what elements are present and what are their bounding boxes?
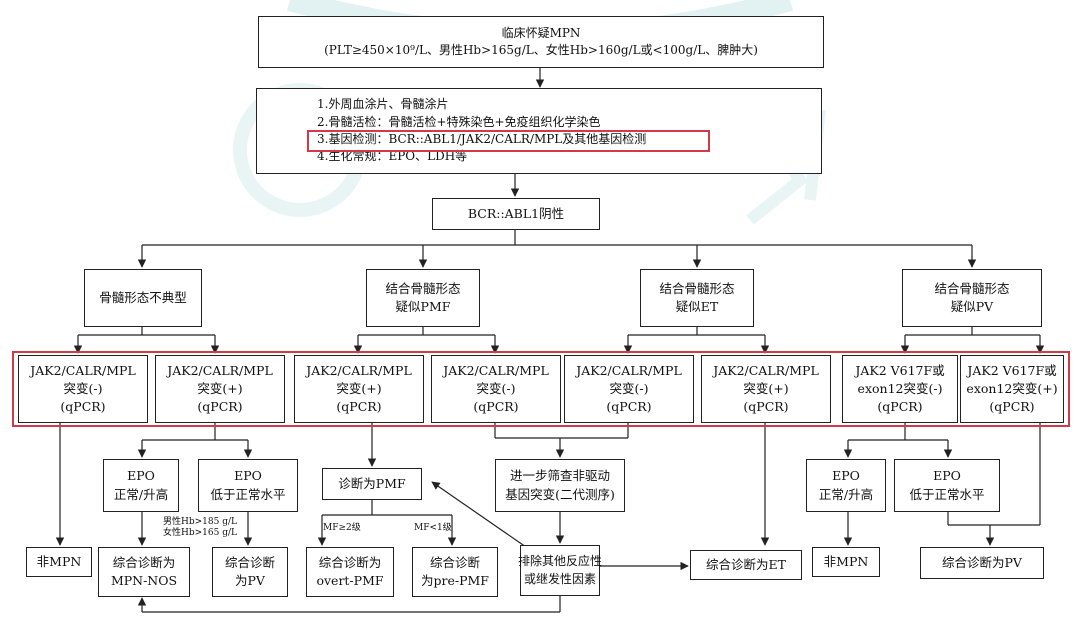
non-mpn-box: 非MPN bbox=[812, 547, 880, 577]
et-diagnosis-box: 综合诊断为ET bbox=[690, 550, 802, 580]
node-text: (qPCR) bbox=[473, 399, 519, 415]
node-text: (qPCR) bbox=[743, 399, 789, 415]
mf-grade-1-label: MF<1级 bbox=[414, 523, 452, 533]
node-text: exon12突变(-) bbox=[857, 380, 943, 396]
atypical-morphology-box: 骨髓形态不典型 bbox=[84, 269, 202, 327]
exclude-secondary-box: 排除其他反应性 或继发性因素 bbox=[518, 545, 603, 596]
node-text: 突变(+) bbox=[336, 380, 382, 396]
node-text: (qPCR) bbox=[197, 399, 243, 415]
node-text: 疑似ET bbox=[675, 299, 719, 314]
node-text: 低于正常水平 bbox=[210, 486, 286, 502]
non-mpn-box: 非MPN bbox=[26, 547, 92, 577]
node-text: 疑似PV bbox=[950, 299, 994, 314]
overt-pmf-diagnosis-box: 综合诊断为 overt-PMF bbox=[306, 547, 394, 597]
pre-pmf-diagnosis-box: 综合诊断 为pre-PMF bbox=[412, 547, 498, 597]
node-text: JAK2/CALR/MPL bbox=[713, 362, 819, 378]
suspected-et-box: 结合骨髓形态 疑似ET bbox=[640, 269, 754, 327]
node-text: 综合诊断为PV bbox=[942, 554, 1022, 570]
node-text: 非MPN bbox=[36, 553, 82, 569]
node-text: 突变(-) bbox=[609, 380, 649, 396]
mpn-nos-diagnosis-box: 综合诊断为 MPN-NOS bbox=[98, 547, 190, 597]
node-text: (PLT≥450×10⁹/L、男性Hb>165g/L、女性Hb>160g/L或<… bbox=[324, 43, 758, 57]
node-text: 正常/升高 bbox=[113, 486, 169, 502]
node-text: exon12突变(+) bbox=[966, 380, 1058, 396]
node-text: (qPCR) bbox=[60, 399, 106, 415]
node-text: 综合诊断 bbox=[429, 554, 480, 570]
node-text: 诊断为PMF bbox=[338, 475, 406, 491]
suspected-mpn-box: 临床怀疑MPN (PLT≥450×10⁹/L、男性Hb>165g/L、女性Hb>… bbox=[258, 16, 824, 68]
node-text: overt-PMF bbox=[316, 573, 384, 588]
node-text: BCR::ABL1阴性 bbox=[467, 205, 565, 221]
node-text: (qPCR) bbox=[606, 399, 652, 415]
node-text: (qPCR) bbox=[877, 399, 923, 415]
node-text: (qPCR) bbox=[989, 399, 1035, 415]
node-text: 低于正常水平 bbox=[909, 486, 985, 502]
node-text: 疑似PMF bbox=[395, 299, 451, 314]
node-text: 突变(-) bbox=[476, 380, 516, 396]
epo-normal-high-box: EPO 正常/升高 bbox=[103, 459, 179, 512]
bcr-abl1-negative-box: BCR::ABL1阴性 bbox=[432, 198, 600, 230]
node-text: JAK2/CALR/MPL bbox=[576, 362, 682, 378]
node-text: 结合骨髓形态 bbox=[934, 280, 1010, 296]
epo-low-box: EPO 低于正常水平 bbox=[198, 459, 298, 512]
pmf-diagnosis-box: 诊断为PMF bbox=[322, 468, 422, 500]
label-text: 女性Hb>165 g/L bbox=[163, 527, 237, 538]
node-text: 骨髓形态不典型 bbox=[99, 289, 187, 305]
mutation-box: JAK2 V617F或 exon12突变(-) (qPCR) bbox=[842, 355, 958, 423]
node-text: 临床怀疑MPN bbox=[501, 25, 581, 40]
mutation-box: JAK2/CALR/MPL 突变(-) (qPCR) bbox=[431, 355, 561, 423]
suspected-pmf-box: 结合骨髓形态 疑似PMF bbox=[366, 269, 480, 327]
node-text: 为PV bbox=[235, 573, 265, 588]
node-text: 2.骨髓活检：骨髓活检+特殊染色+免疫组织化学染色 bbox=[317, 114, 601, 129]
pv-diagnosis-box: 综合诊断为PV bbox=[920, 547, 1044, 579]
node-text: 进一步筛查非驱动 bbox=[509, 468, 610, 484]
mutation-box: JAK2/CALR/MPL 突变(-) (qPCR) bbox=[18, 355, 148, 423]
node-text: 或继发性因素 bbox=[523, 571, 596, 586]
node-text: 排除其他反应性 bbox=[518, 554, 603, 569]
node-text: EPO bbox=[933, 468, 961, 484]
node-text: JAK2 V617F或 bbox=[855, 362, 945, 378]
node-text: 正常/升高 bbox=[818, 486, 874, 502]
node-text: 综合诊断 bbox=[224, 554, 275, 570]
node-text: 综合诊断为ET bbox=[706, 556, 786, 572]
ngs-screening-box: 进一步筛查非驱动 基因突变(二代测序) bbox=[495, 459, 625, 512]
workup-tests-box: 1.外周血涂片、骨髓涂片 2.骨髓活检：骨髓活检+特殊染色+免疫组织化学染色 3… bbox=[256, 88, 822, 174]
node-text: 非MPN bbox=[823, 553, 869, 569]
node-text: JAK2/CALR/MPL bbox=[443, 362, 549, 378]
node-text: 3.基因检测：BCR::ABL1/JAK2/CALR/MPL及其他基因检测 bbox=[317, 132, 647, 146]
node-text: 突变(+) bbox=[743, 380, 789, 396]
mf-grade-2-label: MF≥2级 bbox=[323, 523, 361, 533]
node-text: EPO bbox=[234, 468, 262, 484]
epo-low-box: EPO 低于正常水平 bbox=[894, 459, 1000, 512]
node-text: 突变(+) bbox=[197, 380, 243, 396]
node-text: JAK2/CALR/MPL bbox=[167, 362, 273, 378]
node-text: EPO bbox=[832, 468, 860, 484]
node-text: 为pre-PMF bbox=[421, 573, 489, 588]
mutation-box: JAK2/CALR/MPL 突变(+) (qPCR) bbox=[294, 355, 424, 423]
hb-threshold-label: 男性Hb>185 g/L 女性Hb>165 g/L bbox=[163, 517, 237, 539]
node-text: 综合诊断为 bbox=[318, 554, 382, 570]
mutation-box: JAK2/CALR/MPL 突变(-) (qPCR) bbox=[564, 355, 694, 423]
node-text: 突变(-) bbox=[63, 380, 103, 396]
pv-diagnosis-box: 综合诊断 为PV bbox=[212, 547, 288, 597]
node-text: 结合骨髓形态 bbox=[659, 280, 735, 296]
label-text: 男性Hb>185 g/L bbox=[163, 517, 237, 527]
suspected-pv-box: 结合骨髓形态 疑似PV bbox=[902, 269, 1042, 327]
mutation-box: JAK2/CALR/MPL 突变(+) (qPCR) bbox=[155, 355, 285, 423]
node-text: 4.生化常规：EPO、LDH等 bbox=[317, 149, 468, 164]
epo-normal-high-box: EPO 正常/升高 bbox=[806, 459, 886, 512]
node-text: 结合骨髓形态 bbox=[385, 280, 461, 296]
node-text: 基因突变(二代测序) bbox=[505, 486, 615, 502]
node-text: EPO bbox=[127, 468, 155, 484]
node-text: JAK2/CALR/MPL bbox=[30, 362, 136, 378]
mutation-box: JAK2/CALR/MPL 突变(+) (qPCR) bbox=[701, 355, 831, 423]
node-text: MPN-NOS bbox=[110, 573, 178, 588]
node-text: 综合诊断为 bbox=[112, 554, 176, 570]
mutation-box: JAK2 V617F或 exon12突变(+) (qPCR) bbox=[960, 355, 1064, 423]
node-text: 1.外周血涂片、骨髓涂片 bbox=[317, 97, 449, 112]
node-text: (qPCR) bbox=[336, 399, 382, 415]
node-text: JAK2 V617F或 bbox=[967, 362, 1057, 378]
node-text: JAK2/CALR/MPL bbox=[306, 362, 412, 378]
